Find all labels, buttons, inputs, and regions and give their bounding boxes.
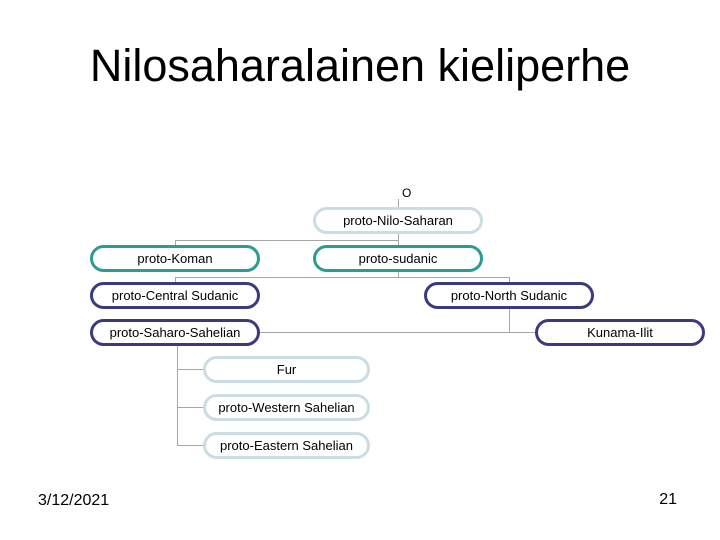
connector-line — [398, 199, 399, 207]
node-proto-koman: proto-Koman — [90, 245, 260, 272]
connector-line — [509, 309, 510, 332]
root-circle-marker: O — [402, 186, 412, 200]
node-proto-north-sudanic: proto-North Sudanic — [424, 282, 594, 309]
connector-line — [177, 445, 203, 446]
connector-line — [175, 240, 176, 245]
connector-line — [175, 240, 399, 241]
connector-line — [175, 277, 510, 278]
connector-line — [398, 234, 399, 240]
connector-line — [177, 346, 178, 446]
node-proto-nilo-saharan: proto-Nilo-Saharan — [313, 207, 483, 234]
node-proto-sudanic: proto-sudanic — [313, 245, 483, 272]
connector-line — [177, 369, 203, 370]
connector-line — [177, 407, 203, 408]
connector-line — [509, 277, 510, 282]
footer-page-number: 21 — [659, 491, 677, 508]
connector-line — [175, 277, 176, 282]
connector-line — [398, 240, 399, 245]
node-proto-saharo-sahelian: proto-Saharo-Sahelian — [90, 319, 260, 346]
node-kunama-ilit: Kunama-Ilit — [535, 319, 705, 346]
node-fur: Fur — [203, 356, 370, 383]
slide-title: Nilosaharalainen kieliperhe — [89, 40, 631, 91]
footer-date: 3/12/2021 — [38, 492, 110, 509]
connector-line — [260, 332, 535, 333]
node-proto-western-sahelian: proto-Western Sahelian — [203, 394, 370, 421]
node-proto-eastern-sahelian: proto-Eastern Sahelian — [203, 432, 370, 459]
connector-line — [398, 272, 399, 277]
node-proto-central-sudanic: proto-Central Sudanic — [90, 282, 260, 309]
